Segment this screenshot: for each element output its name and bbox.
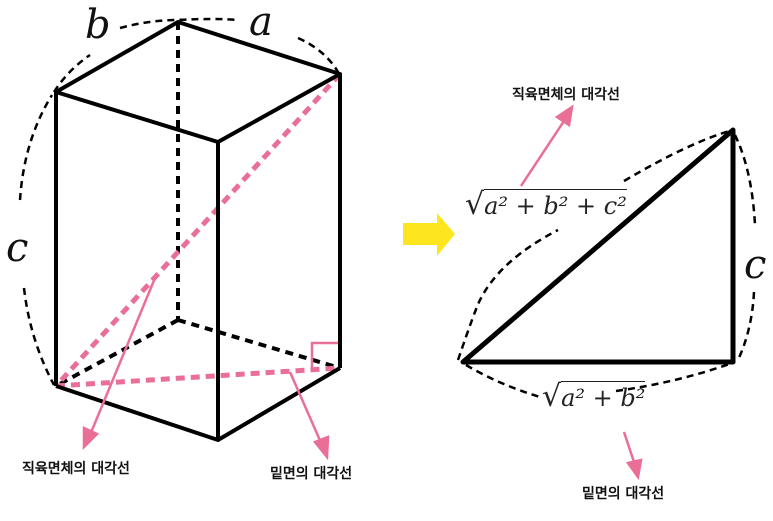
right-arrow-icon	[403, 213, 455, 256]
hypotenuse-formula: √a² + b² + c²	[465, 187, 627, 222]
base-formula-body: a² + b²	[561, 381, 646, 412]
triangle-edge-label-c: c	[744, 242, 767, 288]
edge-label-b: b	[85, 2, 111, 48]
box-diagonals	[54, 72, 342, 389]
radical-sign: √	[542, 379, 562, 414]
triangle-arcs	[456, 128, 757, 399]
triangle-base-diagonal-label: 밑면의 대각선	[582, 486, 665, 502]
triangle-space-diagonal-label: 직육면체의 대각선	[512, 87, 620, 103]
radical-sign: √	[465, 187, 485, 222]
hypotenuse-formula-body: a² + b² + c²	[484, 189, 627, 220]
base-diagonal-label: 밑면의 대각선	[270, 466, 353, 482]
box-dimension-arcs	[18, 17, 340, 386]
space-diagonal-label: 직육면체의 대각선	[22, 461, 130, 477]
box-pointer-arrows	[82, 277, 330, 461]
edge-label-a: a	[249, 0, 273, 45]
right-triangle	[460, 127, 736, 365]
base-formula: √a² + b²	[542, 379, 646, 414]
box-hidden-edges	[55, 22, 341, 388]
edge-label-c: c	[6, 225, 29, 271]
right-angle-marker	[310, 341, 340, 370]
triangle-pointer-arrows	[519, 104, 643, 481]
